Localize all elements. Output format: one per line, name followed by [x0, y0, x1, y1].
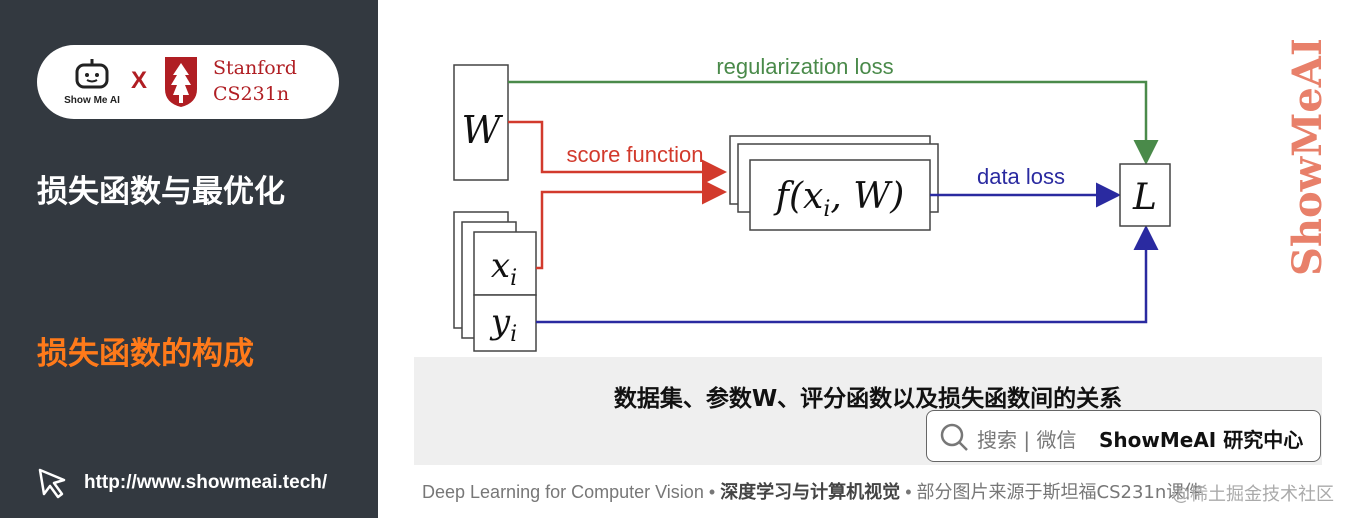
platform-watermark: @稀土掘金技术社区	[1172, 484, 1334, 505]
w-label: W	[461, 108, 503, 152]
loss-diagram: W regularization loss xi yi score functi…	[453, 54, 1171, 352]
svg-text:ShowMeAI: ShowMeAI	[1285, 40, 1331, 276]
score-arrow-w	[508, 120, 727, 185]
section-subtitle: 损失函数的构成	[37, 336, 254, 372]
stanford-label: Stanford	[213, 57, 297, 79]
search-icon	[940, 423, 968, 451]
figure-caption: 数据集、参数W、评分函数以及损失函数间的关系	[613, 386, 1123, 412]
sidebar: Show Me AI X Stanford CS231n 损失函数与最优化 损失…	[0, 0, 378, 518]
section-title: 损失函数与最优化	[37, 174, 285, 210]
score-arrow-x	[536, 179, 727, 270]
showmeai-logo: Show Me AI	[57, 59, 127, 107]
footer-course-en: Deep Learning for Computer Vision	[422, 482, 704, 502]
showmeai-watermark: ShowMeAI	[1285, 40, 1331, 276]
data-loss-label: data loss	[977, 164, 1065, 189]
footer-source: 部分图片来源于斯坦福CS231n课件	[916, 482, 1203, 503]
x-label: xi	[491, 246, 517, 291]
wechat-search-box[interactable]: 搜索 | 微信 ShowMeAI 研究中心	[926, 410, 1321, 462]
footer-course-cn: 深度学习与计算机视觉	[720, 482, 901, 503]
score-label: score function	[567, 142, 704, 167]
logo-card: Show Me AI X Stanford CS231n	[37, 45, 339, 119]
y-label: yi	[489, 302, 517, 347]
footer-separator: •	[905, 482, 912, 502]
search-brand: ShowMeAI 研究中心	[1099, 428, 1304, 452]
robot-icon	[75, 59, 109, 89]
score-function-label: f(xi, W)	[773, 176, 905, 222]
label-loss-arrow	[536, 225, 1159, 324]
regularization-label: regularization loss	[716, 54, 893, 79]
x-box	[473, 231, 537, 296]
regularization-arrow	[508, 80, 1159, 165]
search-hint: 搜索 | 微信	[977, 428, 1077, 452]
footer: Deep Learning for Computer Vision • 深度学习…	[422, 478, 1202, 504]
loss-label: L	[1132, 177, 1157, 218]
course-label: CS231n	[213, 83, 290, 105]
cursor-icon	[38, 468, 66, 499]
website-link[interactable]: http://www.showmeai.tech/	[84, 472, 328, 493]
loss-box	[1119, 163, 1171, 227]
stanford-tree-icon	[165, 57, 197, 107]
showmeai-brand: Show Me AI	[64, 95, 120, 106]
footer-separator: •	[708, 482, 716, 502]
collab-x: X	[131, 67, 148, 94]
